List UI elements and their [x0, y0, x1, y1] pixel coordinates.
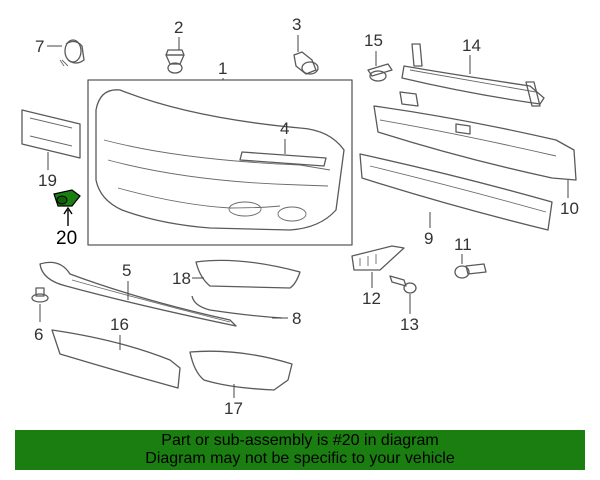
part-5-lower-lip[interactable] — [39, 261, 237, 327]
callout-18-label: 18 — [172, 269, 191, 288]
part-3-fastener[interactable] — [293, 51, 319, 75]
callout-11: 11 — [454, 235, 472, 264]
callout-15-label: 15 — [364, 31, 383, 50]
notice-line-1: Part or sub-assembly is #20 in diagram — [161, 432, 439, 449]
callout-1-label: 1 — [218, 59, 227, 78]
callout-14: 14 — [462, 36, 481, 74]
callout-16: 16 — [110, 315, 129, 350]
callout-15: 15 — [364, 31, 383, 66]
callout-5-label: 5 — [122, 261, 131, 280]
part-15-bolt[interactable] — [367, 63, 393, 82]
callout-6-label: 6 — [34, 325, 43, 344]
part-7-cap[interactable] — [59, 39, 85, 67]
callout-8: 8 — [272, 309, 301, 328]
callout-7: 7 — [35, 37, 62, 56]
callout-12: 12 — [362, 272, 381, 308]
callout-7-label: 7 — [35, 37, 44, 56]
callout-10: 10 — [560, 180, 579, 218]
callout-4-label: 4 — [280, 119, 289, 138]
callout-17-label: 17 — [224, 399, 243, 418]
part-11-bolt[interactable] — [454, 263, 487, 279]
part-14-upper-bracket[interactable] — [401, 43, 545, 107]
callout-20-label: 20 — [56, 228, 77, 249]
callout-19-label: 19 — [38, 171, 57, 190]
callout-8-label: 8 — [292, 309, 301, 328]
part-4-upper-strip[interactable] — [239, 151, 327, 167]
callout-2: 2 — [174, 18, 183, 50]
callout-14-label: 14 — [462, 36, 481, 55]
callout-13: 13 — [400, 294, 419, 334]
part-16-lower-grille[interactable] — [51, 329, 181, 389]
callout-2-label: 2 — [174, 18, 183, 37]
part-10-bumper-beam[interactable] — [373, 91, 577, 181]
part-notice-banner: Part or sub-assembly is #20 in diagram D… — [15, 430, 585, 470]
callout-3: 3 — [292, 15, 301, 52]
part-13-bolt[interactable] — [389, 275, 417, 294]
callout-16-label: 16 — [110, 315, 129, 334]
callout-3-label: 3 — [292, 15, 301, 34]
part-20-clip-highlighted[interactable] — [53, 189, 81, 207]
callout-20: 20 — [56, 206, 77, 249]
part-9-absorber[interactable] — [359, 153, 553, 231]
callout-17: 17 — [224, 384, 243, 418]
part-1-bumper-cover[interactable] — [87, 79, 353, 246]
callout-9: 9 — [424, 212, 433, 248]
callout-18: 18 — [172, 269, 204, 288]
part-19-license-bracket[interactable] — [21, 109, 81, 159]
notice-line-2: Diagram may not be specific to your vehi… — [145, 450, 455, 467]
part-6-screw[interactable] — [31, 287, 49, 303]
callout-13-label: 13 — [400, 315, 419, 334]
front-bumper-exploded-diagram: 7 2 3 1 4 — [21, 15, 579, 418]
part-8-trim-strip[interactable] — [191, 295, 283, 319]
callout-5: 5 — [122, 261, 131, 300]
part-2-push-clip[interactable] — [165, 49, 185, 74]
callout-9-label: 9 — [424, 229, 433, 248]
callout-4: 4 — [280, 119, 289, 154]
callout-12-label: 12 — [362, 289, 381, 308]
callout-11-label: 11 — [454, 235, 472, 254]
callout-10-label: 10 — [560, 199, 579, 218]
callout-6: 6 — [34, 304, 43, 344]
part-17-fog-grille[interactable] — [189, 350, 293, 391]
callout-19: 19 — [38, 152, 57, 190]
callout-1: 1 — [218, 59, 227, 80]
part-12-bracket[interactable] — [351, 245, 405, 271]
part-18-side-grille[interactable] — [195, 259, 301, 289]
